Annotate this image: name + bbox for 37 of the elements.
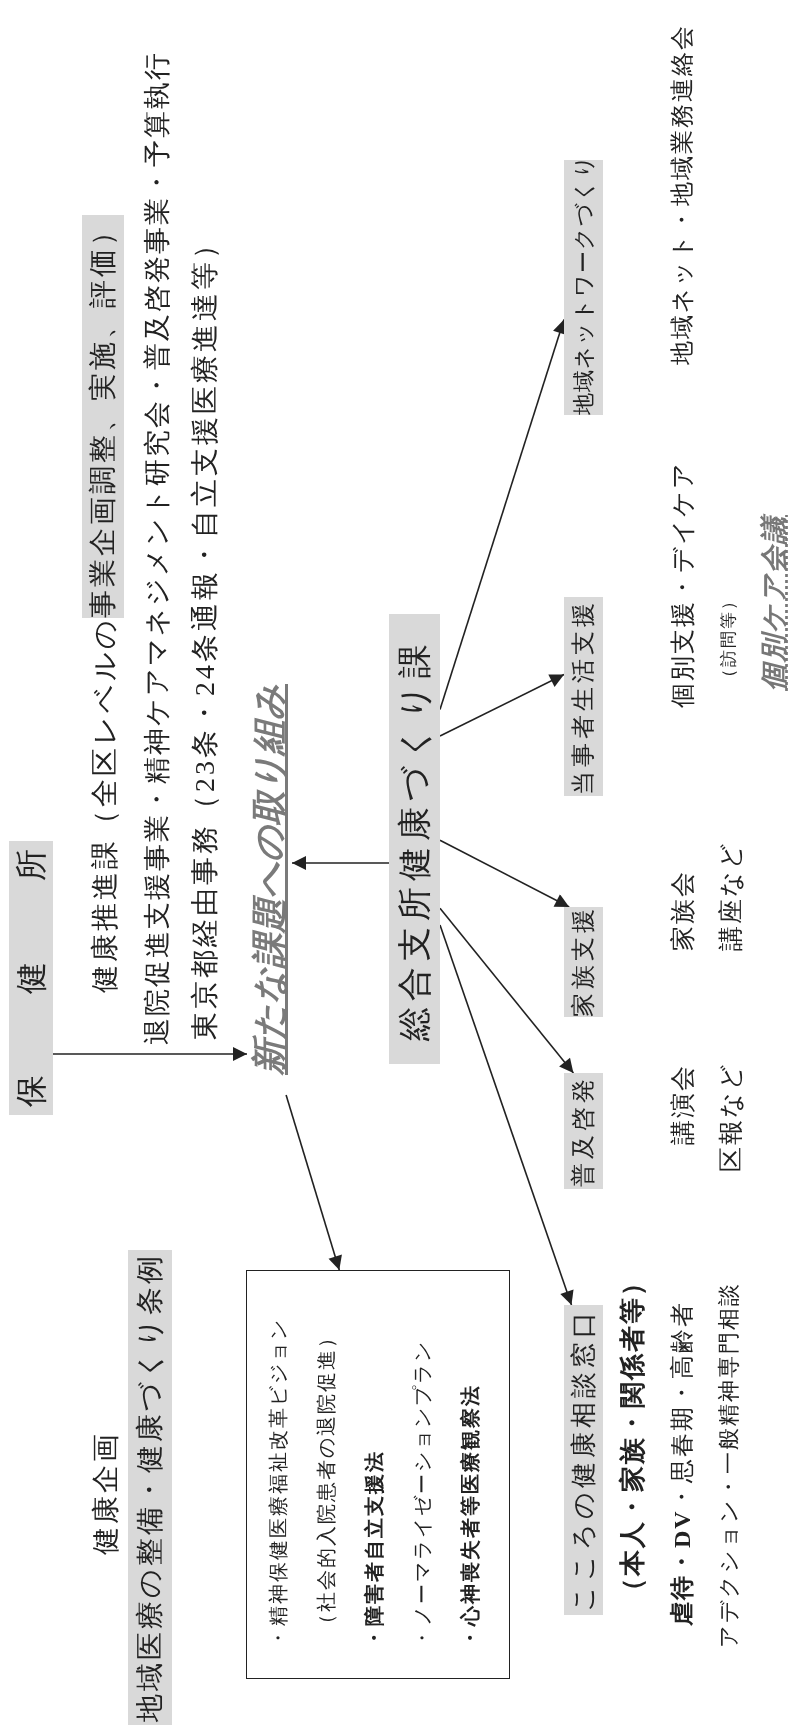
text-panel — [246, 1270, 510, 1679]
category-box: 家族支援 — [564, 907, 603, 1017]
body-text: 退院促進支援事業・精神ケアマネジメント研究会・普及啓発事業・予算執行 — [141, 51, 173, 1045]
list-item: ・心神喪失者等医療観察法 — [457, 1384, 483, 1648]
arrow — [439, 673, 565, 737]
highlighted-text: 地域医療の整備・健康づくり条例 — [128, 1250, 172, 1725]
section-title: 新たな課題への取り組み — [247, 664, 292, 1095]
department-box: 総合支所健康づくり課 — [389, 614, 440, 1064]
arrow — [439, 907, 575, 1074]
list-item: ・ノーマライゼーションプラン — [410, 1340, 434, 1648]
arrow — [439, 839, 570, 908]
note-text: 地域ネット・地域業務連絡会 — [668, 24, 696, 365]
arrow — [52, 1047, 248, 1061]
arrow — [291, 856, 390, 870]
body-text: 健康推進課（全区レベルの — [88, 617, 121, 993]
list-item: ・障害者自立支援法 — [361, 1450, 387, 1648]
note-text: 個別支援・デイケア — [668, 461, 697, 708]
note-text: 個別ケア会議 — [757, 515, 790, 691]
note-text: 区報など — [716, 1062, 745, 1172]
category-box: こころの健康相談窓口 — [564, 1305, 603, 1615]
note-text: アデクション・一般精神専門相談 — [715, 1282, 742, 1648]
category-box: 地域ネットワークづくり — [564, 160, 603, 415]
body-text: 東京都経由事務（23条・24条通報・自立支援医療進達等） — [188, 228, 221, 1040]
list-item: （社会的入院患者の退院促進） — [314, 1326, 338, 1634]
category-box: 当事者生活支援 — [564, 597, 603, 796]
heading-text: 健康企画 — [89, 1431, 122, 1555]
note-text: （訪問等） — [718, 591, 739, 686]
category-box: 普及啓発 — [564, 1073, 603, 1189]
arrow — [285, 1094, 342, 1271]
note-text: 講演会 — [668, 1064, 697, 1145]
heading-box: 保健所 — [9, 841, 53, 1115]
note-text: 虐待・DV・思春期・高齢者 — [668, 1301, 696, 1626]
note-text: 家族会 — [668, 870, 697, 951]
body-text: 事業企画調整、実施、評価） — [82, 215, 124, 618]
list-item: ・精神保健医療福祉改革ビジョン — [266, 1318, 290, 1648]
note-text: 講座など — [716, 841, 745, 951]
note-text: （本人・家族・関係者等） — [616, 1268, 648, 1604]
